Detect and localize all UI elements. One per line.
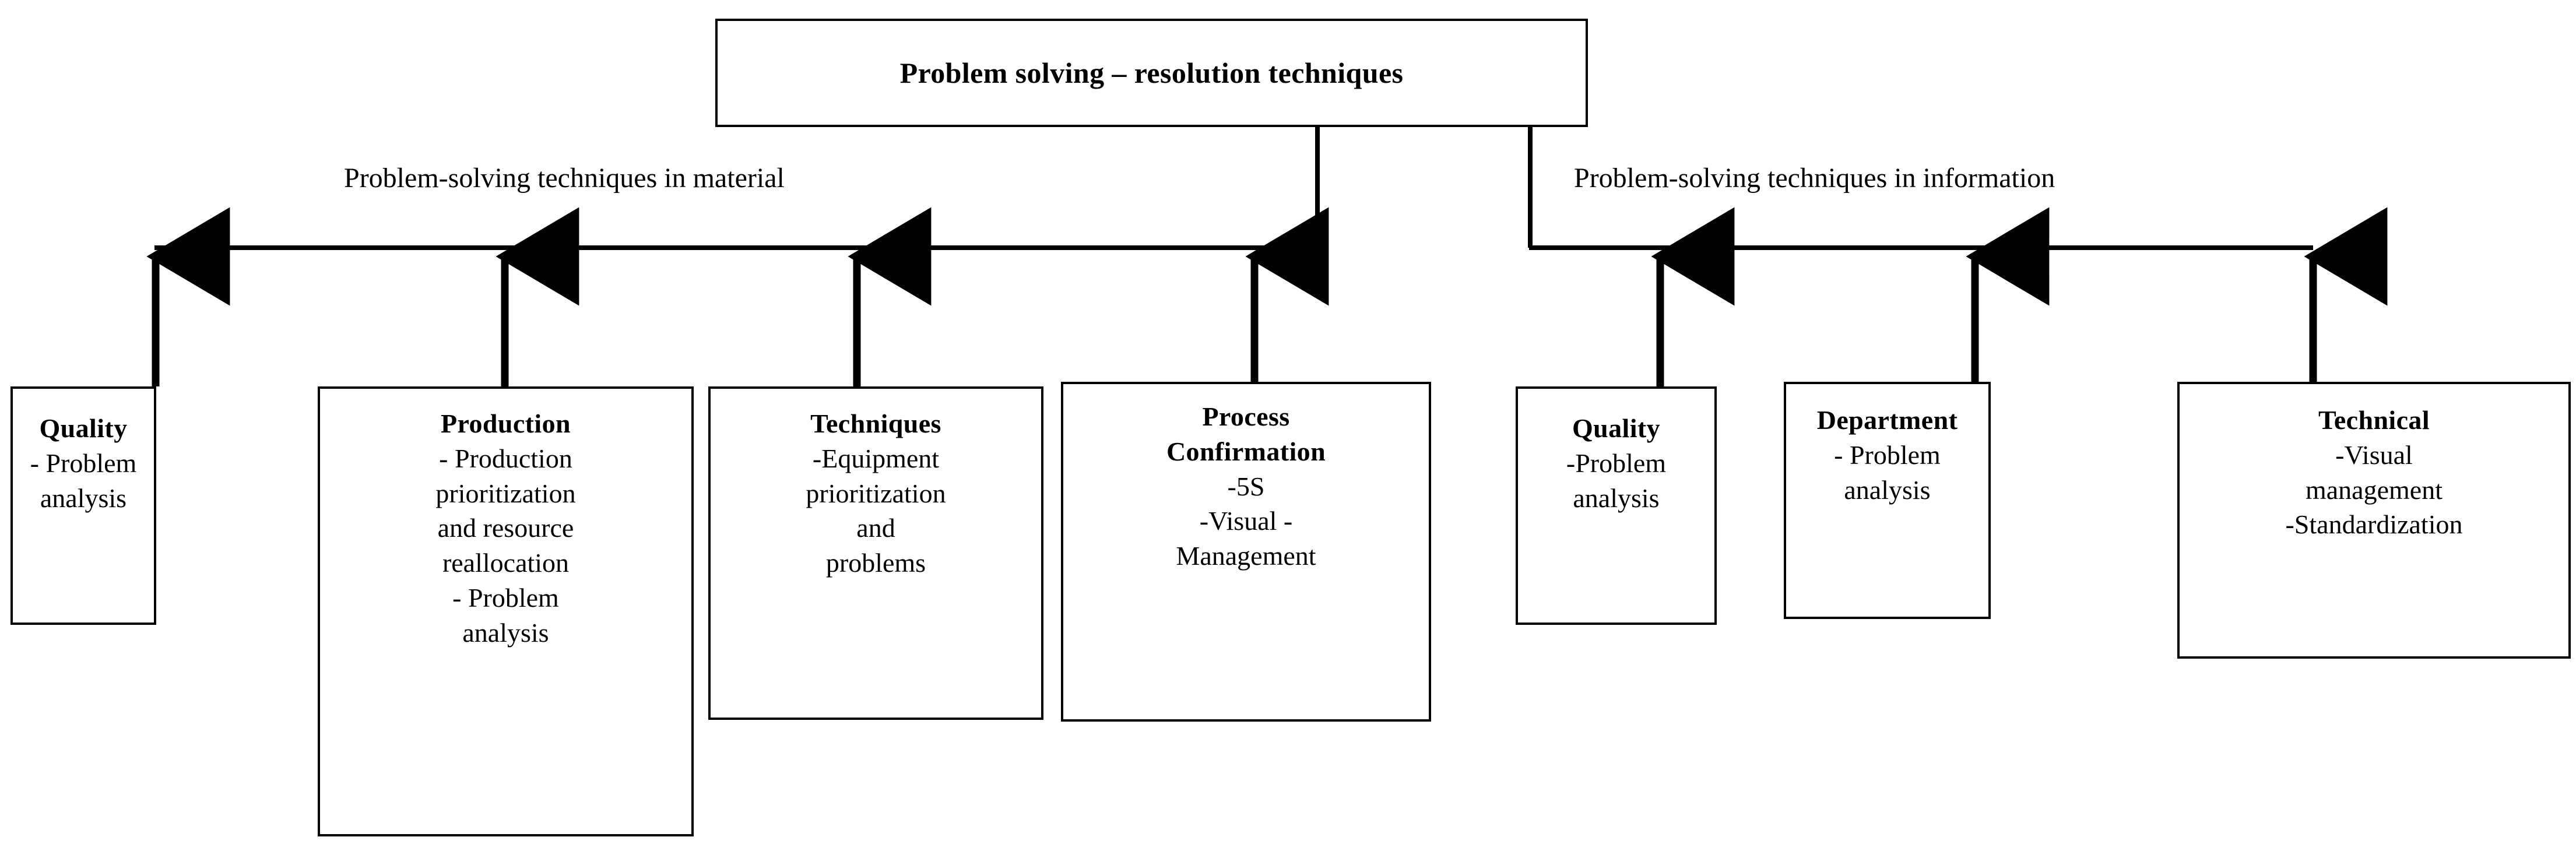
- root-node-title: Problem solving – resolution techniques: [899, 56, 1404, 89]
- node-body: -Visual management -Standardization: [2285, 439, 2463, 540]
- node-title: Department: [1816, 405, 1958, 435]
- node-title: Process Confirmation: [1166, 402, 1326, 466]
- node-body: - Problem analysis: [30, 448, 137, 513]
- node-technical[interactable]: Technical -Visual management -Standardiz…: [2177, 382, 2571, 659]
- node-department[interactable]: Department - Problem analysis: [1784, 382, 1991, 619]
- node-title: Quality: [39, 413, 128, 443]
- node-body: -5S -Visual - Management: [1176, 471, 1316, 571]
- branch-label-information: Problem-solving techniques in informatio…: [1574, 163, 2055, 194]
- root-node[interactable]: Problem solving – resolution techniques: [715, 19, 1588, 127]
- node-quality-material[interactable]: Quality - Problem analysis: [10, 386, 156, 625]
- node-title: Techniques: [810, 409, 941, 438]
- node-quality-information[interactable]: Quality -Problem analysis: [1516, 386, 1717, 625]
- node-title: Production: [441, 409, 571, 438]
- node-body: -Equipment prioritization and problems: [806, 443, 946, 578]
- branch-label-material: Problem-solving techniques in material: [344, 163, 785, 194]
- node-body: - Problem analysis: [1834, 439, 1941, 505]
- node-process-confirmation[interactable]: Process Confirmation -5S -Visual - Manag…: [1061, 382, 1431, 722]
- node-title: Quality: [1572, 413, 1661, 443]
- node-production[interactable]: Production - Production prioritization a…: [318, 386, 694, 836]
- node-techniques[interactable]: Techniques -Equipment prioritization and…: [708, 386, 1043, 720]
- node-body: - Production prioritization and resource…: [435, 443, 576, 648]
- node-title: Technical: [2318, 405, 2430, 435]
- node-body: -Problem analysis: [1566, 448, 1667, 513]
